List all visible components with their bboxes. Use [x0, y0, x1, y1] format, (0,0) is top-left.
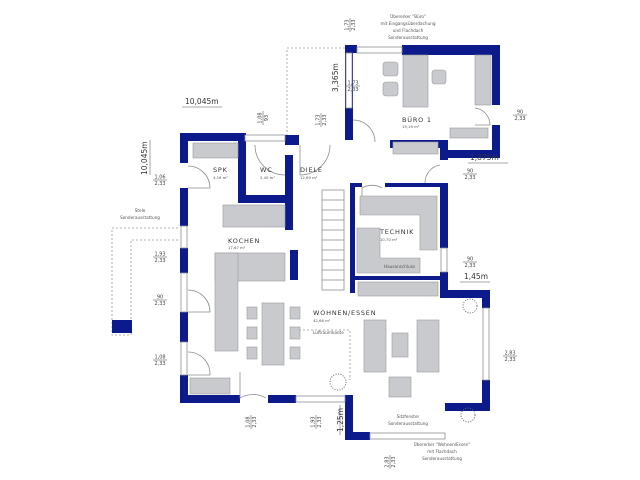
room-area-kochen: 17,67 m²: [228, 245, 246, 250]
plant-icon: [462, 298, 478, 314]
room-area-technik: 10,70 m²: [380, 237, 398, 242]
opening-width: 1,73: [345, 19, 351, 30]
opening-width: 1,73: [347, 81, 358, 87]
measure-buero-right: 1,875m: [470, 153, 499, 162]
room-name-kochen: KOCHEN: [228, 237, 260, 245]
measurements: 10,045m 10,045m 3,365m 1,875m 1,45m 1,25…: [140, 63, 508, 435]
svg-text:Stele: Stele: [135, 208, 146, 213]
furniture: [189, 54, 492, 423]
opening-height: 2,33: [154, 258, 165, 264]
windows: [180, 46, 490, 440]
note-stele: Stele Sonderausstattung: [120, 208, 160, 220]
svg-text:Sitzfenster: Sitzfenster: [397, 414, 420, 419]
room-name-wc: WC: [260, 166, 273, 174]
opening-width: 1,73: [316, 114, 322, 125]
room-area-wohnen: 42,66 m²: [313, 318, 331, 323]
svg-text:Übererker "Büro": Übererker "Büro": [390, 14, 426, 19]
room-area-wc: 2,40 m²: [260, 175, 275, 180]
opening-dimension: 1,082,33: [153, 355, 167, 367]
opening-height: 2,33: [252, 416, 258, 427]
opening-height: 2,33: [514, 116, 525, 122]
opening-width: 1,08: [246, 416, 252, 427]
opening-width: 1,06: [154, 175, 165, 181]
doors: [187, 107, 491, 399]
opening-width: 90: [517, 110, 523, 116]
opening-dimension: 902,33: [463, 169, 477, 181]
stele: [112, 320, 132, 333]
measure-bottom-step: 1,25m: [336, 408, 345, 432]
opening-height: 93: [264, 115, 270, 121]
plant-icon: [329, 373, 347, 391]
svg-text:mit Flachdach: mit Flachdach: [427, 449, 457, 454]
svg-text:Übererker "Wohnen/Essen": Übererker "Wohnen/Essen": [414, 442, 471, 447]
note-sitzfenster: Sitzfenster Sonderausstattung: [388, 414, 428, 426]
opening-width: 2,83: [504, 351, 515, 357]
stele-outline: [111, 227, 178, 336]
opening-dimension: 902,33: [513, 110, 527, 122]
room-area-spk: 4,16 m²: [213, 175, 228, 180]
opening-width: 2,83: [385, 456, 391, 467]
measure-buero-depth: 3,365m: [331, 63, 340, 92]
svg-text:mit Eingangsüberdachung: mit Eingangsüberdachung: [380, 21, 435, 26]
opening-dimension: 1,732,33: [346, 81, 360, 93]
svg-text:Sonderausstattung: Sonderausstattung: [388, 421, 428, 426]
opening-height: 2,33: [391, 456, 397, 467]
opening-width: 1,93: [154, 252, 165, 258]
opening-height: 2,33: [464, 175, 475, 181]
opening-width: 90: [157, 295, 163, 301]
note-erker-buero: Übererker "Büro" mit Eingangsüberdachung…: [380, 14, 435, 40]
stairs: [321, 189, 345, 291]
opening-width: 90: [467, 169, 473, 175]
opening-width: 1,08: [258, 112, 264, 123]
room-name-diele: DIELE: [300, 166, 323, 174]
measure-left-height: 10,045m: [140, 141, 149, 175]
technik-note: Hausanschluss: [384, 264, 415, 269]
opening-height: 2,33: [464, 263, 475, 269]
opening-height: 2,33: [504, 357, 515, 363]
opening-dimension: 902,33: [463, 257, 477, 269]
room-name-technik: TECHNIK: [379, 228, 414, 236]
opening-dimension: 1,932,33: [153, 252, 167, 264]
luftraum-edge: [295, 329, 351, 380]
svg-text:Sonderausstattung: Sonderausstattung: [422, 456, 462, 461]
canopy-outline: [286, 47, 345, 140]
opening-width: 90: [467, 257, 473, 263]
opening-height: 2,33: [154, 181, 165, 187]
measure-top-width: 10,045m: [185, 97, 219, 106]
svg-text:Sonderausstattung: Sonderausstattung: [120, 215, 160, 220]
svg-text:und Flachdach: und Flachdach: [393, 28, 424, 33]
svg-text:Sonderausstattung: Sonderausstattung: [388, 35, 428, 40]
room-name-wohnen: WOHNEN/ESSEN: [313, 309, 376, 317]
room-area-buero: 19,19 m²: [402, 124, 420, 129]
opening-height: 2,33: [317, 416, 323, 427]
opening-dimension: 2,832,33: [503, 351, 517, 363]
luftraum-note: Luftraumkante: [313, 330, 344, 335]
opening-width: 1,93: [311, 416, 317, 427]
opening-height: 2,33: [347, 87, 358, 93]
room-name-spk: SPK: [213, 166, 228, 174]
opening-width: 1,08: [154, 355, 165, 361]
plant-icon: [460, 407, 476, 423]
measure-technik-right: 1,45m: [464, 272, 488, 281]
room-area-diele: 12,69 m²: [300, 175, 318, 180]
note-erker-wohnen: Übererker "Wohnen/Essen" mit Flachdach S…: [414, 442, 471, 461]
opening-height: 2,33: [154, 301, 165, 307]
opening-dimension: 1,062,33: [153, 175, 167, 187]
opening-dimension: 902,33: [153, 295, 167, 307]
opening-height: 2,33: [351, 19, 357, 30]
opening-height: 2,33: [322, 114, 328, 125]
room-name-buero: BÜRO 1: [402, 115, 432, 124]
opening-height: 2,33: [154, 361, 165, 367]
